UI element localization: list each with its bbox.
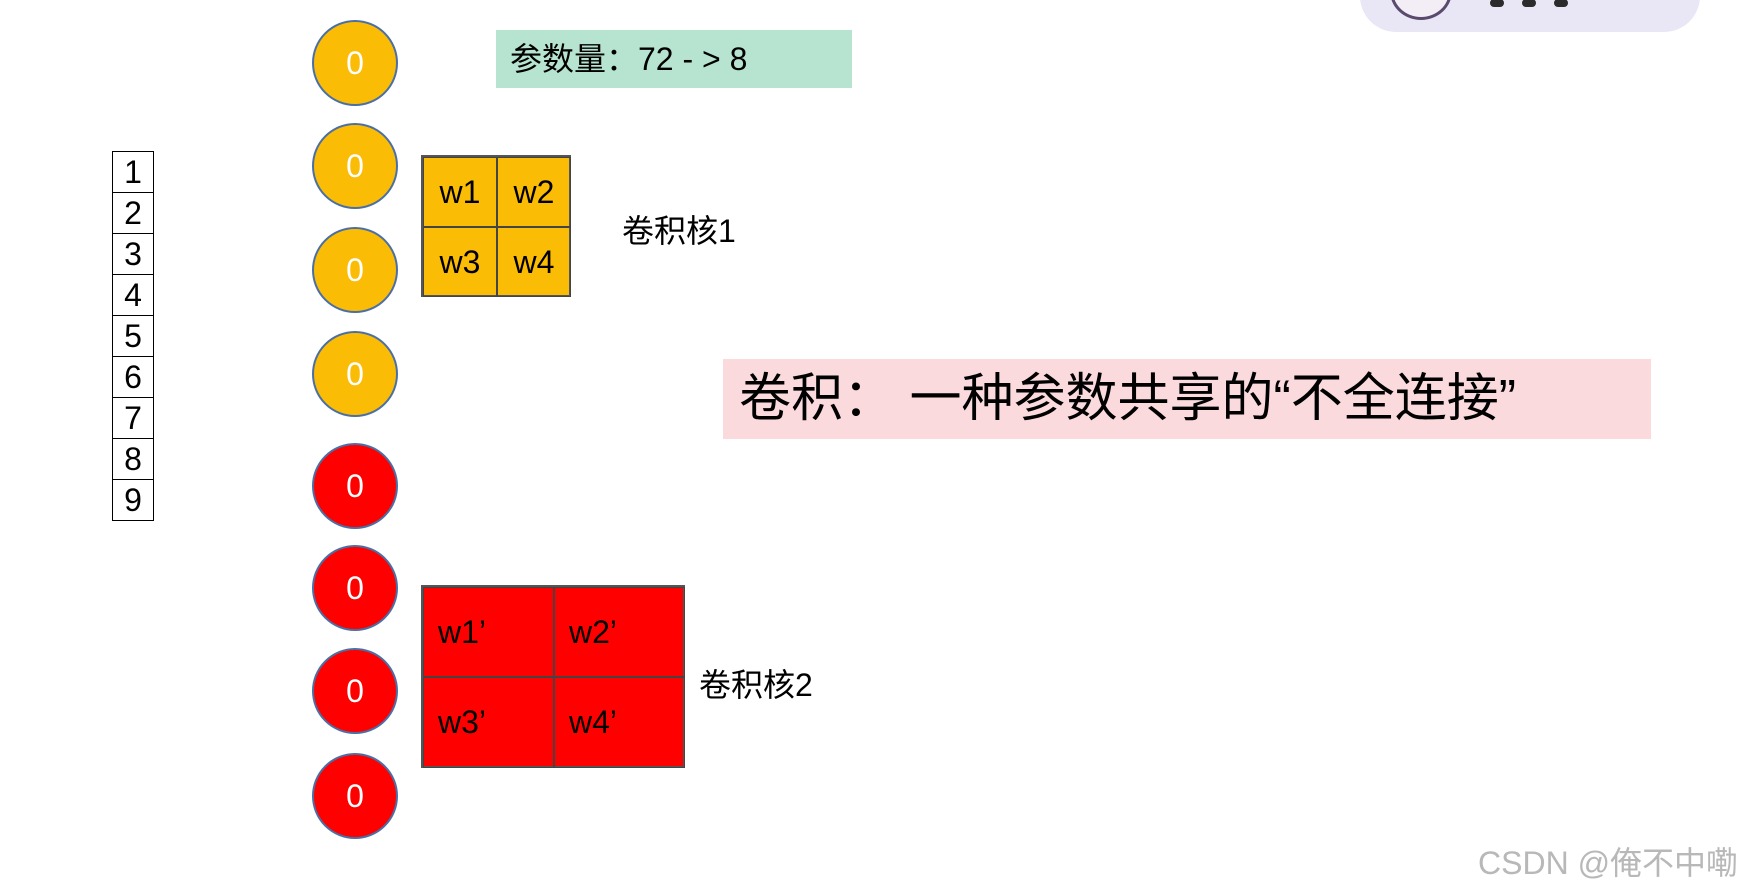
kernel-2-weight: w4’ (554, 677, 685, 768)
output-neuron-5: 0 (312, 443, 398, 529)
kernel-1-grid: w1 w2 w3 w4 (421, 155, 571, 297)
param-count-label: 参数量：72 - > 8 (496, 30, 852, 88)
input-cell: 2 (112, 192, 154, 234)
kernel-1-label: 卷积核1 (622, 206, 736, 252)
kernel-2-label: 卷积核2 (699, 660, 813, 706)
input-cell: 7 (112, 397, 154, 439)
input-cell: 3 (112, 233, 154, 275)
input-cell: 5 (112, 315, 154, 357)
input-cell: 8 (112, 438, 154, 480)
kernel-2-weight: w1’ (423, 587, 554, 677)
input-cell: 1 (112, 151, 154, 193)
kernel-1-weight: w2 (497, 157, 571, 227)
watermark: CSDN @俺不中嘞 (1478, 838, 1737, 884)
kernel-1-weight: w4 (497, 227, 571, 297)
kernel-2-weight: w2’ (554, 587, 685, 677)
input-cell: 6 (112, 356, 154, 398)
input-cell: 9 (112, 479, 154, 521)
input-cell: 4 (112, 274, 154, 316)
output-neuron-8: 0 (312, 753, 398, 839)
kernel-1-weight: w1 (423, 157, 497, 227)
kernel-2-weight: w3’ (423, 677, 554, 768)
input-vector: 1 2 3 4 5 6 7 8 9 (112, 152, 156, 521)
kernel-2-grid: w1’ w2’ w3’ w4’ (421, 585, 685, 768)
output-neuron-6: 0 (312, 545, 398, 631)
convolution-banner: 卷积： 一种参数共享的“不全连接” (723, 359, 1651, 439)
kernel-1-weight: w3 (423, 227, 497, 297)
output-neuron-2: 0 (312, 123, 398, 209)
output-neuron-1: 0 (312, 20, 398, 106)
output-neuron-4: 0 (312, 331, 398, 417)
output-neuron-3: 0 (312, 227, 398, 313)
output-neuron-7: 0 (312, 648, 398, 734)
corner-overlay-text (1490, 0, 1610, 6)
